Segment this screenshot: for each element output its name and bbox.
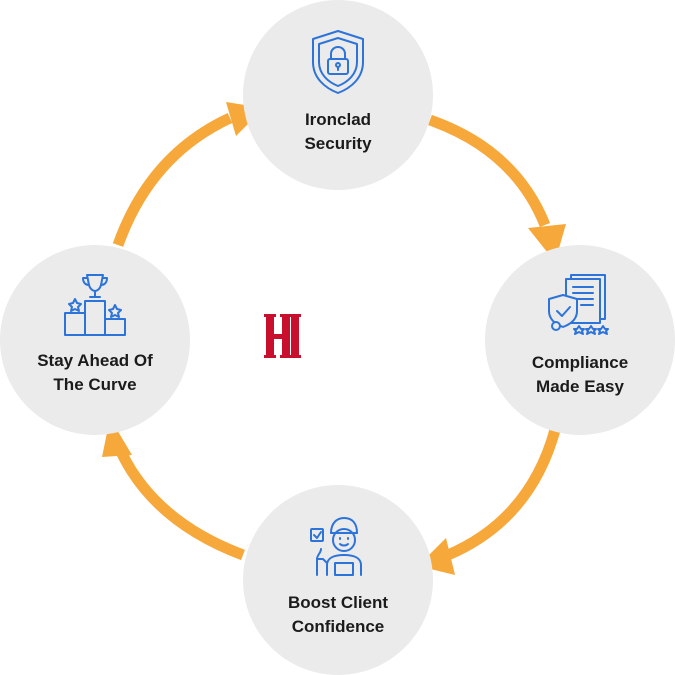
arrow-left-to-top xyxy=(112,113,233,247)
arrow-top-to-right xyxy=(428,114,551,228)
node-label: Compliance Made Easy xyxy=(531,353,629,396)
node-label: Stay Ahead Of The Curve xyxy=(37,351,153,394)
shield-lock-icon xyxy=(312,30,364,94)
node-label: Boost Client Confidence xyxy=(287,593,389,636)
node-ironclad-security: Ironclad Security xyxy=(243,0,433,190)
node-compliance-made-easy: Compliance Made Easy xyxy=(485,245,675,435)
hi-logo xyxy=(264,314,301,358)
arrow-bottom-to-left xyxy=(112,442,245,561)
trophy-podium-icon xyxy=(64,274,126,336)
arrow-right-to-bottom xyxy=(445,428,561,561)
node-stay-ahead: Stay Ahead Of The Curve xyxy=(0,245,190,435)
node-boost-client-confidence: Boost Client Confidence xyxy=(243,485,433,675)
certificate-document-icon xyxy=(548,274,609,335)
thumbs-up-person-icon xyxy=(310,517,362,576)
node-label: Ironclad Security xyxy=(304,110,372,153)
